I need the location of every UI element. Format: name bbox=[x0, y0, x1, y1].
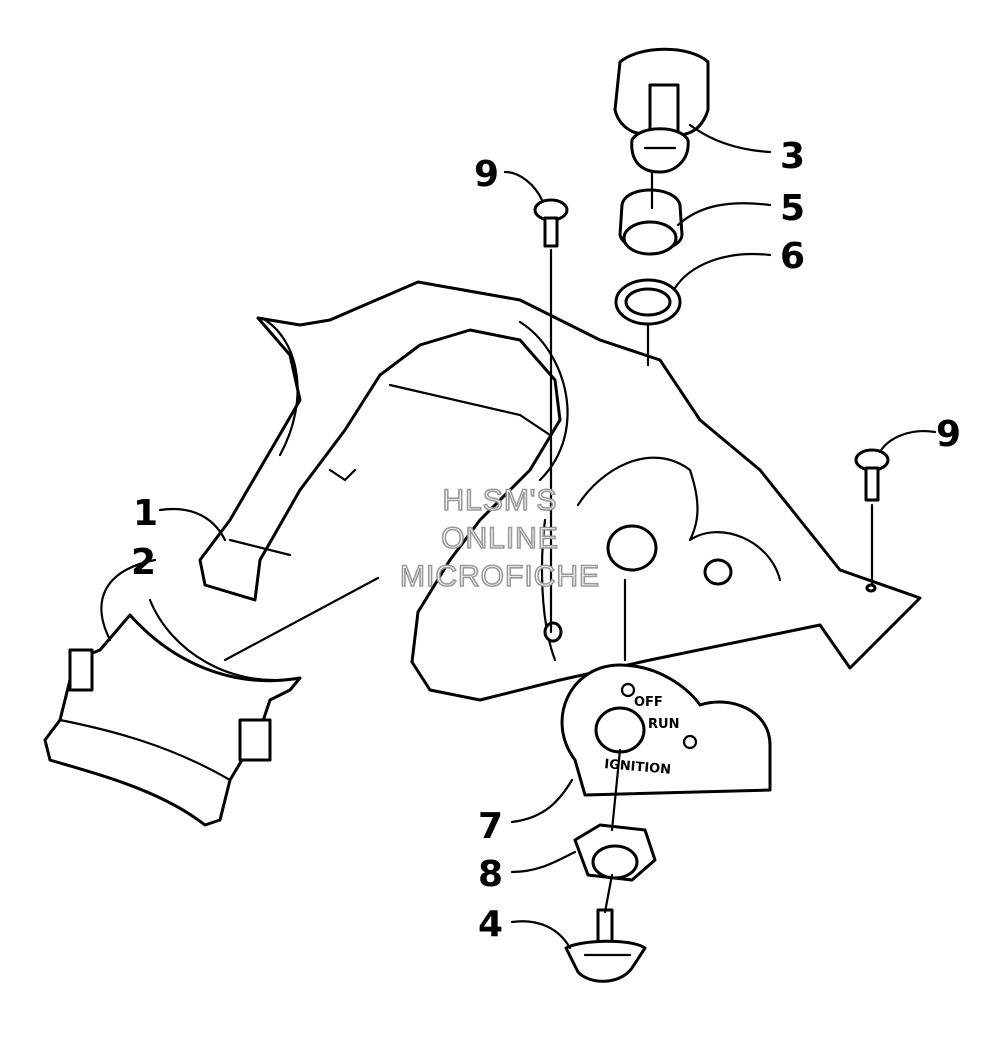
leader-9b bbox=[878, 430, 937, 454]
part-8-nut bbox=[573, 823, 657, 882]
watermark-line-1: HLSM'S bbox=[442, 484, 557, 517]
part-6-lock-washer bbox=[614, 278, 682, 326]
leader-9a bbox=[503, 170, 544, 202]
callout-6: 6 bbox=[780, 236, 805, 277]
callout-9-right: 9 bbox=[936, 414, 961, 455]
decal-ignition-label: IGNITION bbox=[604, 757, 672, 778]
leader-5 bbox=[676, 202, 772, 227]
leader-6 bbox=[673, 253, 772, 290]
watermark: HLSM'S ONLINE MICROFICHE bbox=[399, 483, 600, 594]
callout-1: 1 bbox=[133, 493, 158, 534]
callout-8: 8 bbox=[478, 854, 503, 895]
leader-1 bbox=[158, 507, 227, 542]
part-7-ignition-decal: OFF RUN IGNITION bbox=[560, 663, 772, 797]
watermark-line-3: MICROFICHE bbox=[400, 560, 600, 593]
decal-run-label: RUN bbox=[648, 717, 679, 732]
leader-4 bbox=[510, 920, 572, 950]
part-1-dash-housing bbox=[198, 280, 922, 702]
watermark-line-2: ONLINE bbox=[441, 522, 559, 555]
leader-3 bbox=[688, 123, 772, 154]
leader-8 bbox=[510, 850, 577, 874]
part-5-retainer bbox=[618, 188, 684, 256]
alignment-line-key bbox=[603, 873, 614, 914]
leader-2 bbox=[100, 558, 157, 642]
callout-3: 3 bbox=[780, 136, 805, 177]
callout-5: 5 bbox=[780, 188, 805, 229]
leader-7 bbox=[510, 778, 574, 824]
callout-2: 2 bbox=[131, 542, 156, 583]
part-9-screw-left bbox=[533, 198, 569, 634]
part-3-ignition-switch bbox=[613, 47, 710, 174]
callout-9-left: 9 bbox=[474, 154, 499, 195]
callout-4: 4 bbox=[478, 904, 503, 945]
alignment-line-cover bbox=[223, 576, 380, 662]
callout-7: 7 bbox=[478, 806, 503, 847]
part-2-lower-cover bbox=[43, 598, 302, 827]
decal-off-label: OFF bbox=[634, 695, 663, 710]
part-9-screw-right bbox=[854, 448, 890, 587]
part-4-key bbox=[564, 908, 647, 983]
alignment-line-nut bbox=[610, 748, 622, 832]
